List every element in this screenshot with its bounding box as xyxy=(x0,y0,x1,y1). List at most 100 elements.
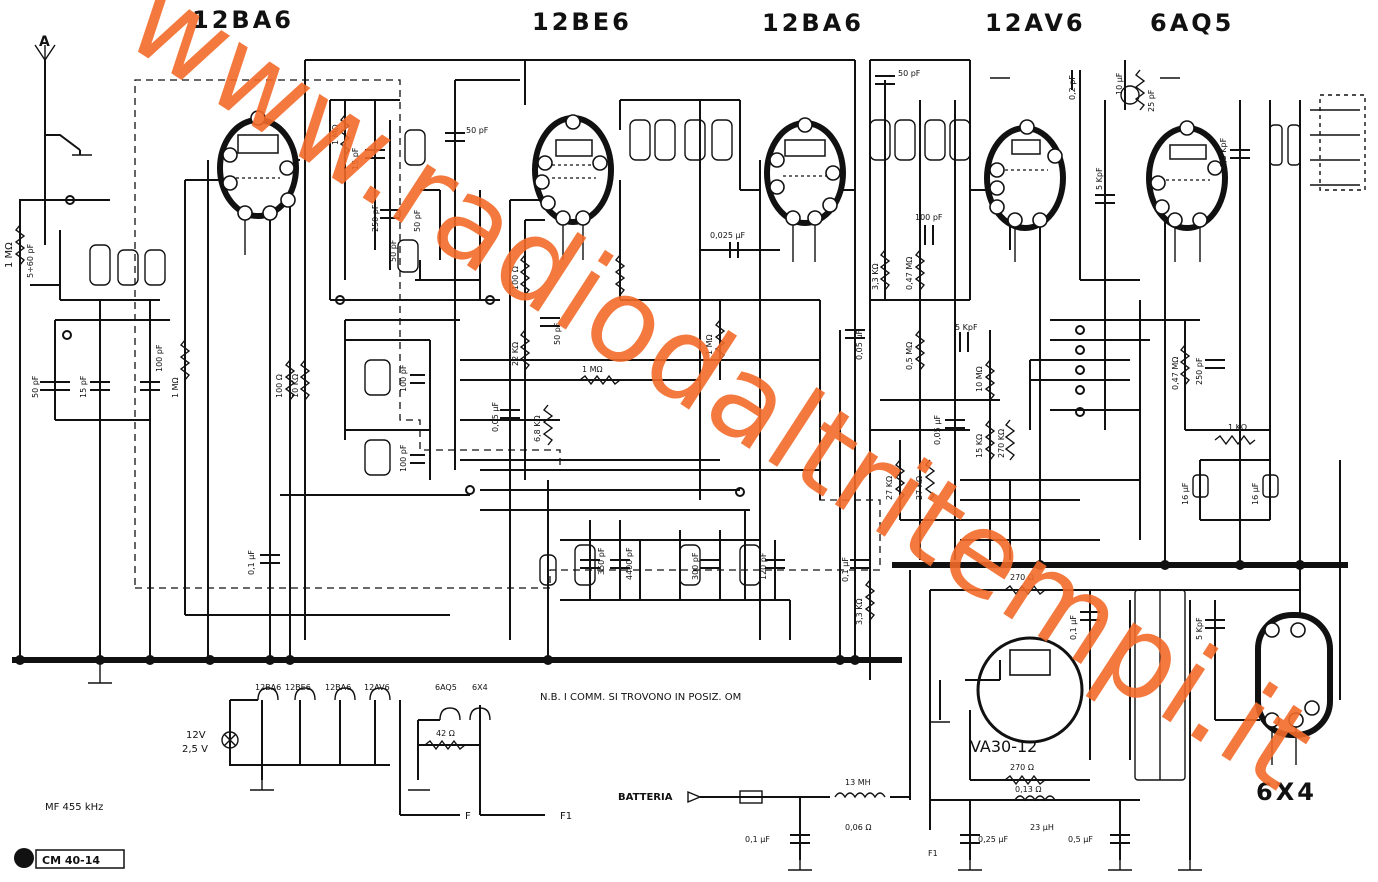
label-c100pf-c: 100 pF xyxy=(399,444,408,472)
battery-label: BATTERIA xyxy=(618,792,673,803)
label-r10m: 10 MΩ xyxy=(975,366,984,392)
heater-tube-1: 12BA6 xyxy=(255,683,281,692)
tube-v3 xyxy=(764,117,846,262)
label-r10k: 10 KΩ xyxy=(291,374,300,398)
component-labels: 1 MΩ 5÷60 pF 50 pF 15 pF 100 pF 1 MΩ 1 M… xyxy=(4,69,1260,772)
choke-013: 0,13 Ω xyxy=(1015,785,1041,794)
model-code: CM 40-14 xyxy=(42,854,100,867)
tube-v1 xyxy=(217,110,299,255)
tube-v5 xyxy=(1146,120,1228,262)
label-r22k: 22 KΩ xyxy=(511,342,520,366)
tube-label-v1: 12BA6 xyxy=(192,6,294,34)
label-r270k: 270 KΩ xyxy=(997,429,1006,458)
label-r05m: 0,5 MΩ xyxy=(905,342,914,370)
choke-23uh: 23 µH xyxy=(1030,823,1054,832)
wave-switches xyxy=(62,195,1085,497)
heater-f1: F1 xyxy=(560,811,572,822)
label-c350: 350 pF xyxy=(597,547,606,575)
label-c5-60: 5÷60 pF xyxy=(26,243,35,278)
label-r1m-d: 1 MΩ xyxy=(582,365,603,374)
antenna-icon xyxy=(34,44,56,61)
output-jack xyxy=(1310,94,1366,191)
label-c50pf-b: 50 pF xyxy=(389,239,398,262)
ground-bus xyxy=(12,560,1348,665)
heater-r42: 42 Ω xyxy=(436,729,455,738)
tube-label-v4: 12AV6 xyxy=(985,9,1086,37)
label-c02: 0,2 pF xyxy=(1068,75,1077,100)
cap-05uf: 0,5 µF xyxy=(1068,835,1093,844)
heater-f: F xyxy=(465,811,471,822)
vibrator-label: VA30-12 xyxy=(970,737,1037,756)
label-c16-a: 16 µF xyxy=(1181,482,1190,505)
label-c63kpf: 6,3 KpF xyxy=(1219,137,1228,168)
label-r33k-a: 3,3 KΩ xyxy=(871,263,880,290)
heater-chain xyxy=(221,687,763,804)
ground-symbols xyxy=(72,77,1202,871)
label-r270-b: 270 Ω xyxy=(1010,763,1034,772)
label-c300: 300 pF xyxy=(691,552,700,580)
label-c50pf-a: 50 pF xyxy=(31,375,40,398)
label-c50pf-top: 50 pF xyxy=(466,126,489,135)
tube-label-v3: 12BA6 xyxy=(762,9,864,37)
power-f1: F1 xyxy=(928,849,938,858)
label-c5kpf-b: 5 KpF xyxy=(1095,167,1104,190)
label-c005-c: 0,05 µF xyxy=(933,415,942,445)
label-r1m-e: 1 MΩ xyxy=(705,334,714,355)
heater-out-2: 6X4 xyxy=(472,683,488,692)
label-c50pf-c: 50 pF xyxy=(413,209,422,232)
brand-logo-icon: T xyxy=(19,852,28,866)
label-c5kpf-c: 5 KpF xyxy=(1195,617,1204,640)
label-r1k: 1 KΩ xyxy=(1228,423,1247,432)
power-labels: BATTERIA 13 MH 0,06 Ω 0,1 µF F1 0,25 µF … xyxy=(618,778,1093,858)
label-c100pf-d: 100 pF xyxy=(915,213,943,222)
if-frequency: MF 455 kHz xyxy=(45,802,103,813)
label-c15pf-b: 15 pF xyxy=(351,147,360,170)
label-c50pf-d: 50 pF xyxy=(553,322,562,345)
label-c01uf-c: 0,1 µF xyxy=(1069,615,1078,640)
cap-01uf-d: 0,1 µF xyxy=(745,835,770,844)
label-c50pf-top2: 50 pF xyxy=(898,69,921,78)
tube-label-v6: 6X4 xyxy=(1256,778,1317,806)
tube-v4 xyxy=(984,119,1066,262)
choke-006: 0,06 Ω xyxy=(845,823,871,832)
label-c5kpf: 5 KpF xyxy=(955,323,978,332)
label-r047: 0,47 MΩ xyxy=(905,257,914,290)
lamp-rating: 2,5 V xyxy=(182,744,208,755)
vibrator xyxy=(976,636,1084,744)
label-c100pf-a: 100 pF xyxy=(155,344,164,372)
tube-labels: 12BA6 12BE6 12BA6 12AV6 6AQ5 6X4 A xyxy=(39,6,1317,806)
tube-v6 xyxy=(1255,612,1333,765)
vibrator-label-group: VA30-12 xyxy=(970,737,1037,756)
label-c25: 25 pF xyxy=(1147,89,1156,112)
label-r047-b: 0,47 MΩ xyxy=(1171,357,1180,390)
heater-tube-2: 12BE6 xyxy=(285,683,311,692)
heater-out-1: 6AQ5 xyxy=(435,683,457,692)
heater-voltage: 12V xyxy=(186,730,206,741)
label-c005-b: 0,05 µF xyxy=(855,330,864,360)
heater-tube-3: 12BA6 xyxy=(325,683,351,692)
wiring xyxy=(19,59,1341,860)
label-c250pf: 250 pF xyxy=(371,204,380,232)
label-c005: 0,05 µF xyxy=(491,402,500,432)
label-r68k: 6,8 KΩ xyxy=(533,415,542,442)
resistors xyxy=(14,69,1256,786)
choke-13mh: 13 MH xyxy=(845,778,871,787)
label-c250-b: 250 pF xyxy=(1195,357,1204,385)
label-c16-b: 16 µF xyxy=(1251,482,1260,505)
label-c01uf-b: 0,1 µF xyxy=(841,557,850,582)
cap-025uf: 0,25 µF xyxy=(978,835,1008,844)
notes: N.B. I COMM. SI TROVONO IN POSIZ. OM MF … xyxy=(14,692,741,869)
label-c120: 120 pF xyxy=(759,552,768,580)
label-c01uf-a: 0,1 µF xyxy=(247,550,256,575)
label-r27k-a: 27 KΩ xyxy=(885,476,894,500)
label-r15k: 15 KΩ xyxy=(975,434,984,458)
label-r100k: 100 Ω xyxy=(511,266,520,290)
capacitors xyxy=(40,70,1279,844)
tube-label-v2: 12BE6 xyxy=(532,8,632,36)
label-r270-a: 270 Ω xyxy=(1010,573,1034,582)
label-r100: 100 Ω xyxy=(275,374,284,398)
label-c100pf-b: 100 pF xyxy=(399,364,408,392)
antenna-label: A xyxy=(39,34,50,50)
coils xyxy=(89,119,1301,802)
